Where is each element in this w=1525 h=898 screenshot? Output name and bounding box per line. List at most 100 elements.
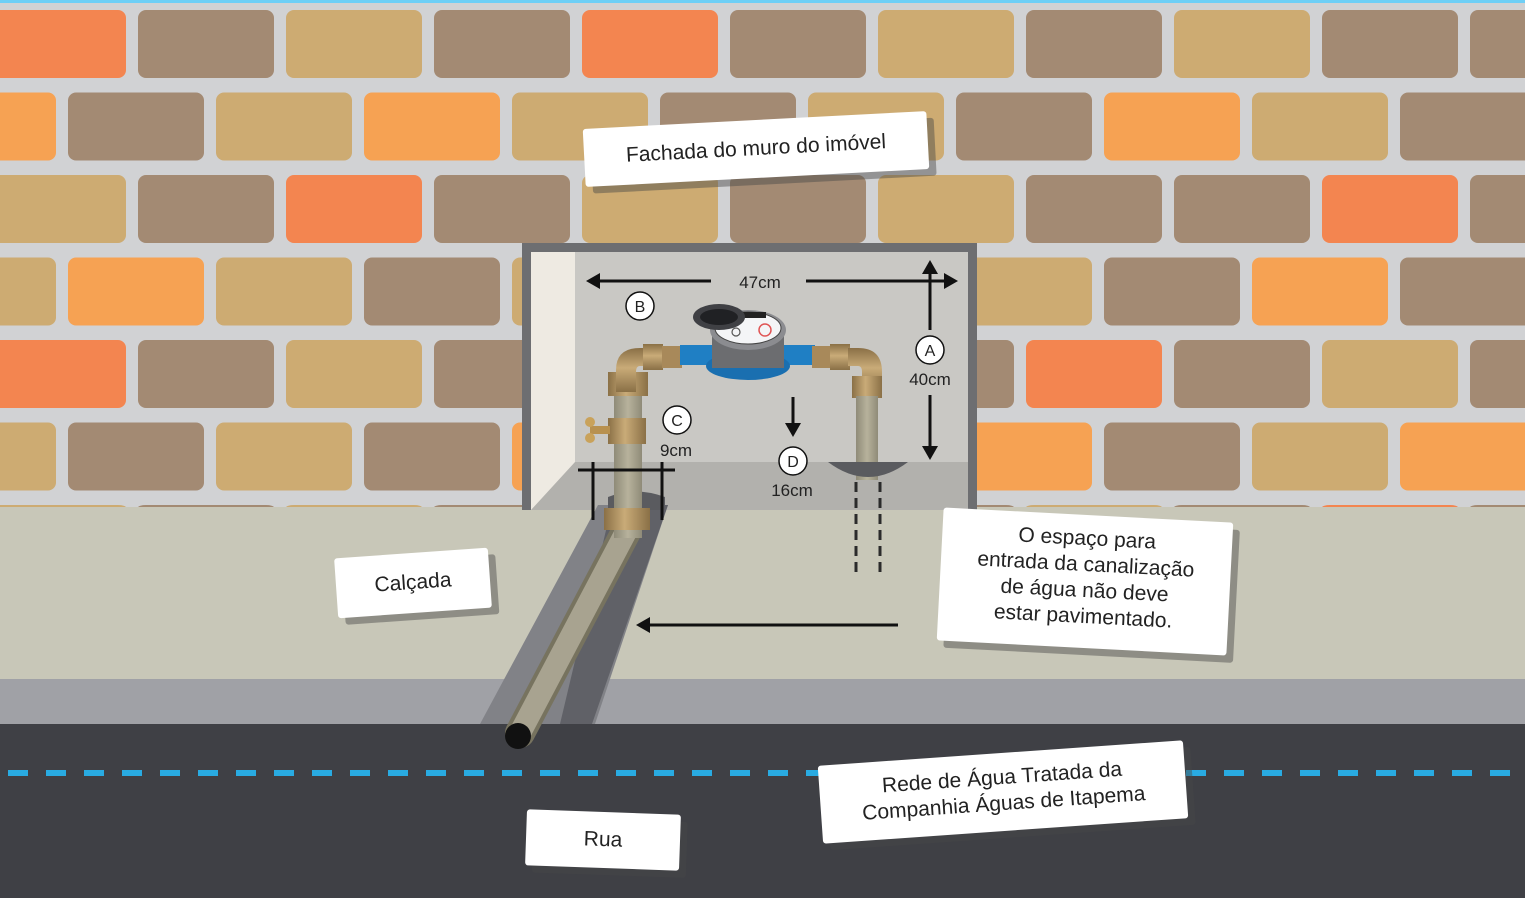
brick	[1322, 10, 1458, 78]
dimension-b-value: 47cm	[739, 273, 781, 292]
brick	[286, 175, 422, 243]
brick	[68, 257, 204, 326]
curb	[0, 679, 1525, 724]
dimension-a-arrows	[922, 260, 938, 460]
inlet-nut	[662, 346, 682, 368]
brick	[1470, 10, 1525, 78]
meter-counter	[738, 312, 766, 318]
inlet-union	[643, 344, 663, 370]
meter-box-side-wall	[531, 252, 575, 510]
registro-body	[608, 418, 646, 444]
notice-label: O espaço para entrada da canalização de …	[936, 507, 1234, 656]
brick	[0, 340, 126, 408]
street-label: Rua	[525, 809, 681, 871]
brick	[1322, 340, 1458, 408]
brick	[1174, 10, 1310, 78]
dimension-d-value: 16cm	[771, 481, 813, 500]
brick	[956, 422, 1092, 491]
meter-red-dial	[758, 323, 772, 337]
brick	[1400, 257, 1525, 326]
dimension-b-marker	[625, 291, 655, 321]
inlet-fitting-bottom	[604, 508, 650, 530]
brick	[1470, 340, 1525, 408]
dimension-c-bracket	[578, 462, 675, 520]
sidewalk-surface	[0, 507, 1525, 679]
brick	[0, 422, 56, 491]
brick	[1026, 340, 1162, 408]
sky-edge	[0, 0, 1525, 3]
dimension-b-letter: B	[635, 299, 646, 316]
brick	[1104, 257, 1240, 326]
valve-handle-icon	[585, 417, 610, 443]
facade-label-text: Fachada do muro do imóvel	[625, 130, 887, 167]
brick	[216, 92, 352, 161]
brick	[138, 175, 274, 243]
brick	[878, 175, 1014, 243]
meter-lid-inner	[700, 309, 738, 325]
brick	[1322, 175, 1458, 243]
trench-shadow	[560, 505, 668, 724]
dimension-a-letter: A	[925, 343, 936, 360]
dimension-d-arrow	[785, 397, 801, 437]
brick	[0, 92, 56, 161]
brick	[1400, 422, 1525, 491]
brick	[364, 257, 500, 326]
outlet-fitting	[852, 376, 882, 398]
meter-small-dial	[731, 327, 741, 337]
outlet-nut	[812, 346, 832, 368]
outlet-pipe	[856, 396, 878, 480]
brick	[730, 10, 866, 78]
brick	[1252, 92, 1388, 161]
street-surface	[0, 724, 1525, 898]
brick	[364, 92, 500, 161]
dimension-d-marker	[778, 446, 808, 476]
brick	[1104, 422, 1240, 491]
brick	[138, 10, 274, 78]
brick	[582, 175, 718, 243]
dimension-c-marker	[662, 405, 692, 435]
brick	[1026, 10, 1162, 78]
brick	[216, 257, 352, 326]
outlet-hole	[828, 462, 908, 477]
brick	[730, 175, 866, 243]
brick	[216, 422, 352, 491]
brick	[1252, 257, 1388, 326]
brick	[0, 10, 126, 78]
dimension-a-value: 40cm	[909, 370, 951, 389]
brick	[364, 422, 500, 491]
brick	[434, 175, 570, 243]
dimension-a-marker	[915, 335, 945, 365]
brick	[286, 10, 422, 78]
sidewalk-label: Calçada	[334, 547, 492, 619]
brick	[878, 10, 1014, 78]
dimension-b-arrows	[586, 273, 958, 289]
brick	[1174, 340, 1310, 408]
pipe-trench	[480, 505, 668, 749]
sidewalk-label-text: Calçada	[373, 568, 453, 597]
brick	[1400, 92, 1525, 161]
inlet-assembly	[585, 344, 682, 538]
street-label-text: Rua	[583, 827, 623, 852]
brick	[138, 340, 274, 408]
brick	[956, 92, 1092, 161]
dimension-c-value: 9cm	[660, 441, 692, 460]
brick	[1470, 175, 1525, 243]
service-pipe	[509, 519, 638, 744]
brick	[582, 10, 718, 78]
brick	[0, 175, 126, 243]
brick	[1104, 92, 1240, 161]
brick	[1174, 175, 1310, 243]
outlet-assembly	[812, 344, 908, 574]
brick	[286, 340, 422, 408]
brick	[1252, 422, 1388, 491]
brick	[1026, 175, 1162, 243]
brick	[434, 10, 570, 78]
water-meter	[680, 304, 815, 380]
outlet-union	[830, 344, 850, 370]
brick	[956, 257, 1092, 326]
notice-pointer-arrow	[636, 617, 898, 633]
dimension-d-letter: D	[787, 454, 799, 471]
brick	[0, 257, 56, 326]
